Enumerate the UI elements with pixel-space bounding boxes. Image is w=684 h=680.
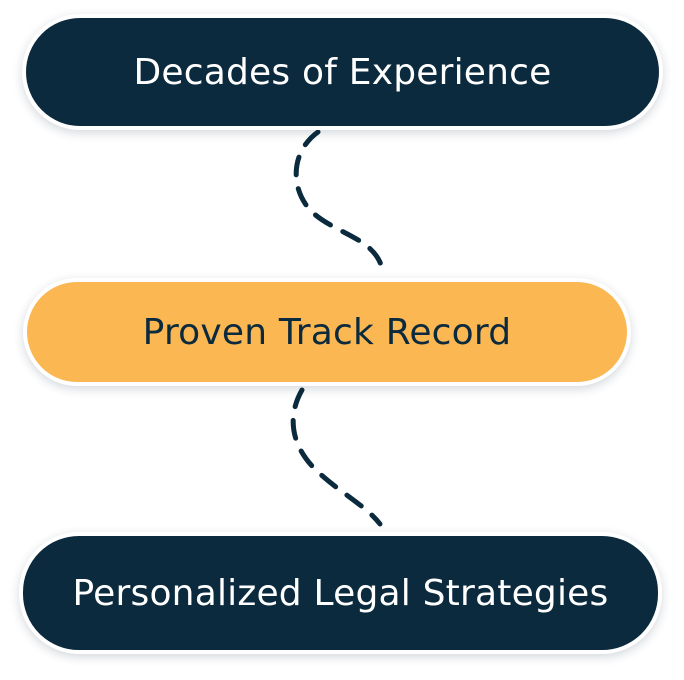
dashed-connector-2 xyxy=(290,387,383,527)
step-proven-track-record: Proven Track Record xyxy=(23,278,631,386)
step-label: Personalized Legal Strategies xyxy=(72,572,609,614)
step-decades-of-experience: Decades of Experience xyxy=(22,14,663,130)
step-label: Decades of Experience xyxy=(133,51,552,93)
dashed-connector-1 xyxy=(293,129,385,271)
step-personalized-legal-strategies: Personalized Legal Strategies xyxy=(19,532,662,654)
step-label: Proven Track Record xyxy=(142,311,512,353)
